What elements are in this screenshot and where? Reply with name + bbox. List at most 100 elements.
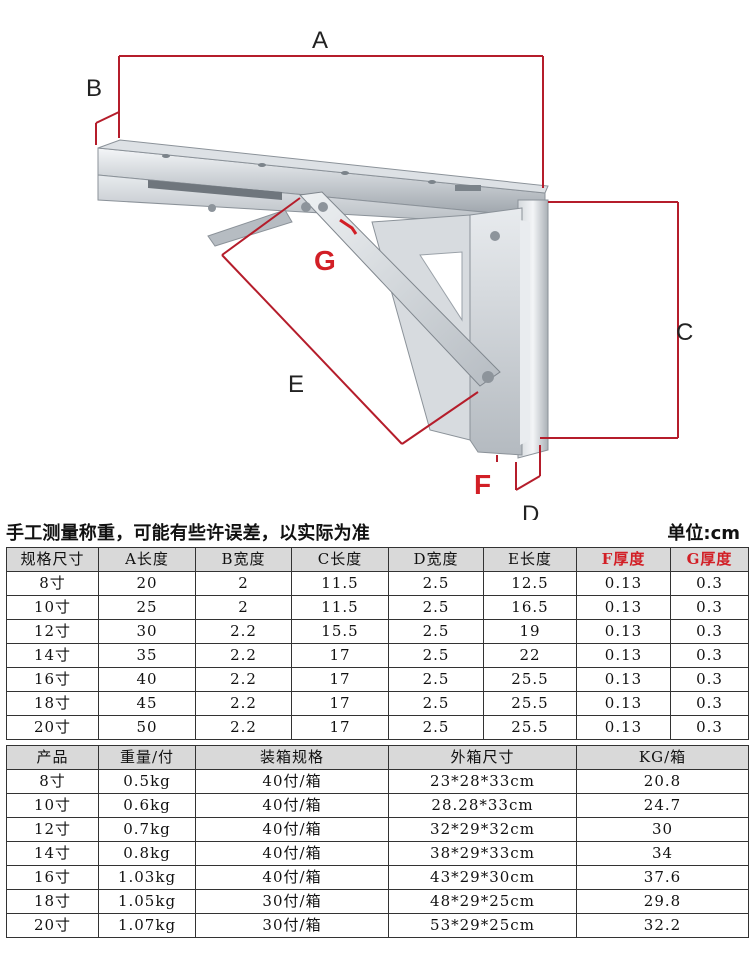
table-cell: 45 <box>98 691 196 716</box>
table-cell: 0.6kg <box>98 793 196 818</box>
table-cell: 43*29*30cm <box>388 865 577 890</box>
table-cell: 30 <box>98 619 196 644</box>
table-cell: 32*29*32cm <box>388 817 577 842</box>
table-cell: 2.5 <box>388 643 484 668</box>
table-cell: 34 <box>576 841 749 866</box>
table-cell: 30付/箱 <box>195 889 389 914</box>
header-cell: F厚度 <box>576 547 671 572</box>
table-cell: 1.07kg <box>98 913 196 938</box>
table-cell: 25.5 <box>483 667 577 692</box>
dimension-lines <box>95 55 679 491</box>
label-d: D <box>522 501 539 520</box>
table-cell: 0.13 <box>576 691 671 716</box>
table-cell: 14寸 <box>6 841 99 866</box>
table-cell: 18寸 <box>6 889 99 914</box>
table-cell: 30付/箱 <box>195 913 389 938</box>
table-cell: 0.5kg <box>98 769 196 794</box>
table-cell: 1.05kg <box>98 889 196 914</box>
table-cell: 2.5 <box>388 595 484 620</box>
table-cell: 12寸 <box>6 817 99 842</box>
table-cell: 0.13 <box>576 571 671 596</box>
table-cell: 40付/箱 <box>195 793 389 818</box>
header-cell: 装箱规格 <box>195 745 389 770</box>
table-cell: 17 <box>291 691 389 716</box>
label-e: E <box>288 371 304 398</box>
table-cell: 0.3 <box>670 571 749 596</box>
header-cell: 外箱尺寸 <box>388 745 577 770</box>
bracket-diagram: A B C D E G F <box>86 27 693 520</box>
table-cell: 0.3 <box>670 595 749 620</box>
table-cell: 2 <box>195 595 292 620</box>
table-cell: 16寸 <box>6 667 99 692</box>
table-cell: 25.5 <box>483 715 577 740</box>
table-cell: 2.2 <box>195 715 292 740</box>
note-row: 手工测量称重，可能有些许误差，以实际为准 单位:cm <box>0 517 750 545</box>
table-cell: 24.7 <box>576 793 749 818</box>
header-cell: D宽度 <box>388 547 484 572</box>
table-cell: 11.5 <box>291 595 389 620</box>
table-cell: 23*28*33cm <box>388 769 577 794</box>
table-cell: 11.5 <box>291 571 389 596</box>
table-cell: 16寸 <box>6 865 99 890</box>
label-g: G <box>314 245 336 276</box>
header-cell: A长度 <box>98 547 196 572</box>
unit-label: 单位:cm <box>667 523 740 544</box>
table-cell: 40付/箱 <box>195 865 389 890</box>
table-cell: 2.5 <box>388 691 484 716</box>
table-cell: 20寸 <box>6 715 99 740</box>
table-cell: 25 <box>98 595 196 620</box>
table-cell: 28.28*33cm <box>388 793 577 818</box>
vertical-arm <box>469 199 549 459</box>
table-cell: 2.2 <box>195 643 292 668</box>
table-cell: 2 <box>195 571 292 596</box>
header-cell: 重量/付 <box>98 745 196 770</box>
table-cell: 2.2 <box>195 667 292 692</box>
table-cell: 0.13 <box>576 715 671 740</box>
table-cell: 2.5 <box>388 667 484 692</box>
table-cell: 37.6 <box>576 865 749 890</box>
header-cell: 产品 <box>6 745 99 770</box>
header-cell: 规格尺寸 <box>6 547 99 572</box>
table-cell: 14寸 <box>6 643 99 668</box>
table-cell: 0.13 <box>576 595 671 620</box>
table-cell: 0.13 <box>576 643 671 668</box>
table-cell: 50 <box>98 715 196 740</box>
table-cell: 12.5 <box>483 571 577 596</box>
label-f: F <box>474 469 491 500</box>
measurement-note: 手工测量称重，可能有些许误差，以实际为准 <box>6 523 370 544</box>
label-a: A <box>312 27 328 54</box>
table-cell: 0.13 <box>576 619 671 644</box>
table-cell: 20.8 <box>576 769 749 794</box>
table-cell: 40付/箱 <box>195 817 389 842</box>
table-cell: 10寸 <box>6 595 99 620</box>
table-cell: 25.5 <box>483 691 577 716</box>
header-cell: E长度 <box>483 547 577 572</box>
table-cell: 38*29*33cm <box>388 841 577 866</box>
table-cell: 53*29*25cm <box>388 913 577 938</box>
table-cell: 1.03kg <box>98 865 196 890</box>
diagonal-brace <box>208 191 501 387</box>
label-c: C <box>676 319 693 346</box>
table-cell: 8寸 <box>6 571 99 596</box>
table-cell: 40付/箱 <box>195 769 389 794</box>
table-cell: 0.3 <box>670 619 749 644</box>
table-cell: 8寸 <box>6 769 99 794</box>
table-cell: 0.13 <box>576 667 671 692</box>
table-cell: 48*29*25cm <box>388 889 577 914</box>
table-cell: 22 <box>483 643 577 668</box>
table-cell: 20寸 <box>6 913 99 938</box>
table-cell: 29.8 <box>576 889 749 914</box>
